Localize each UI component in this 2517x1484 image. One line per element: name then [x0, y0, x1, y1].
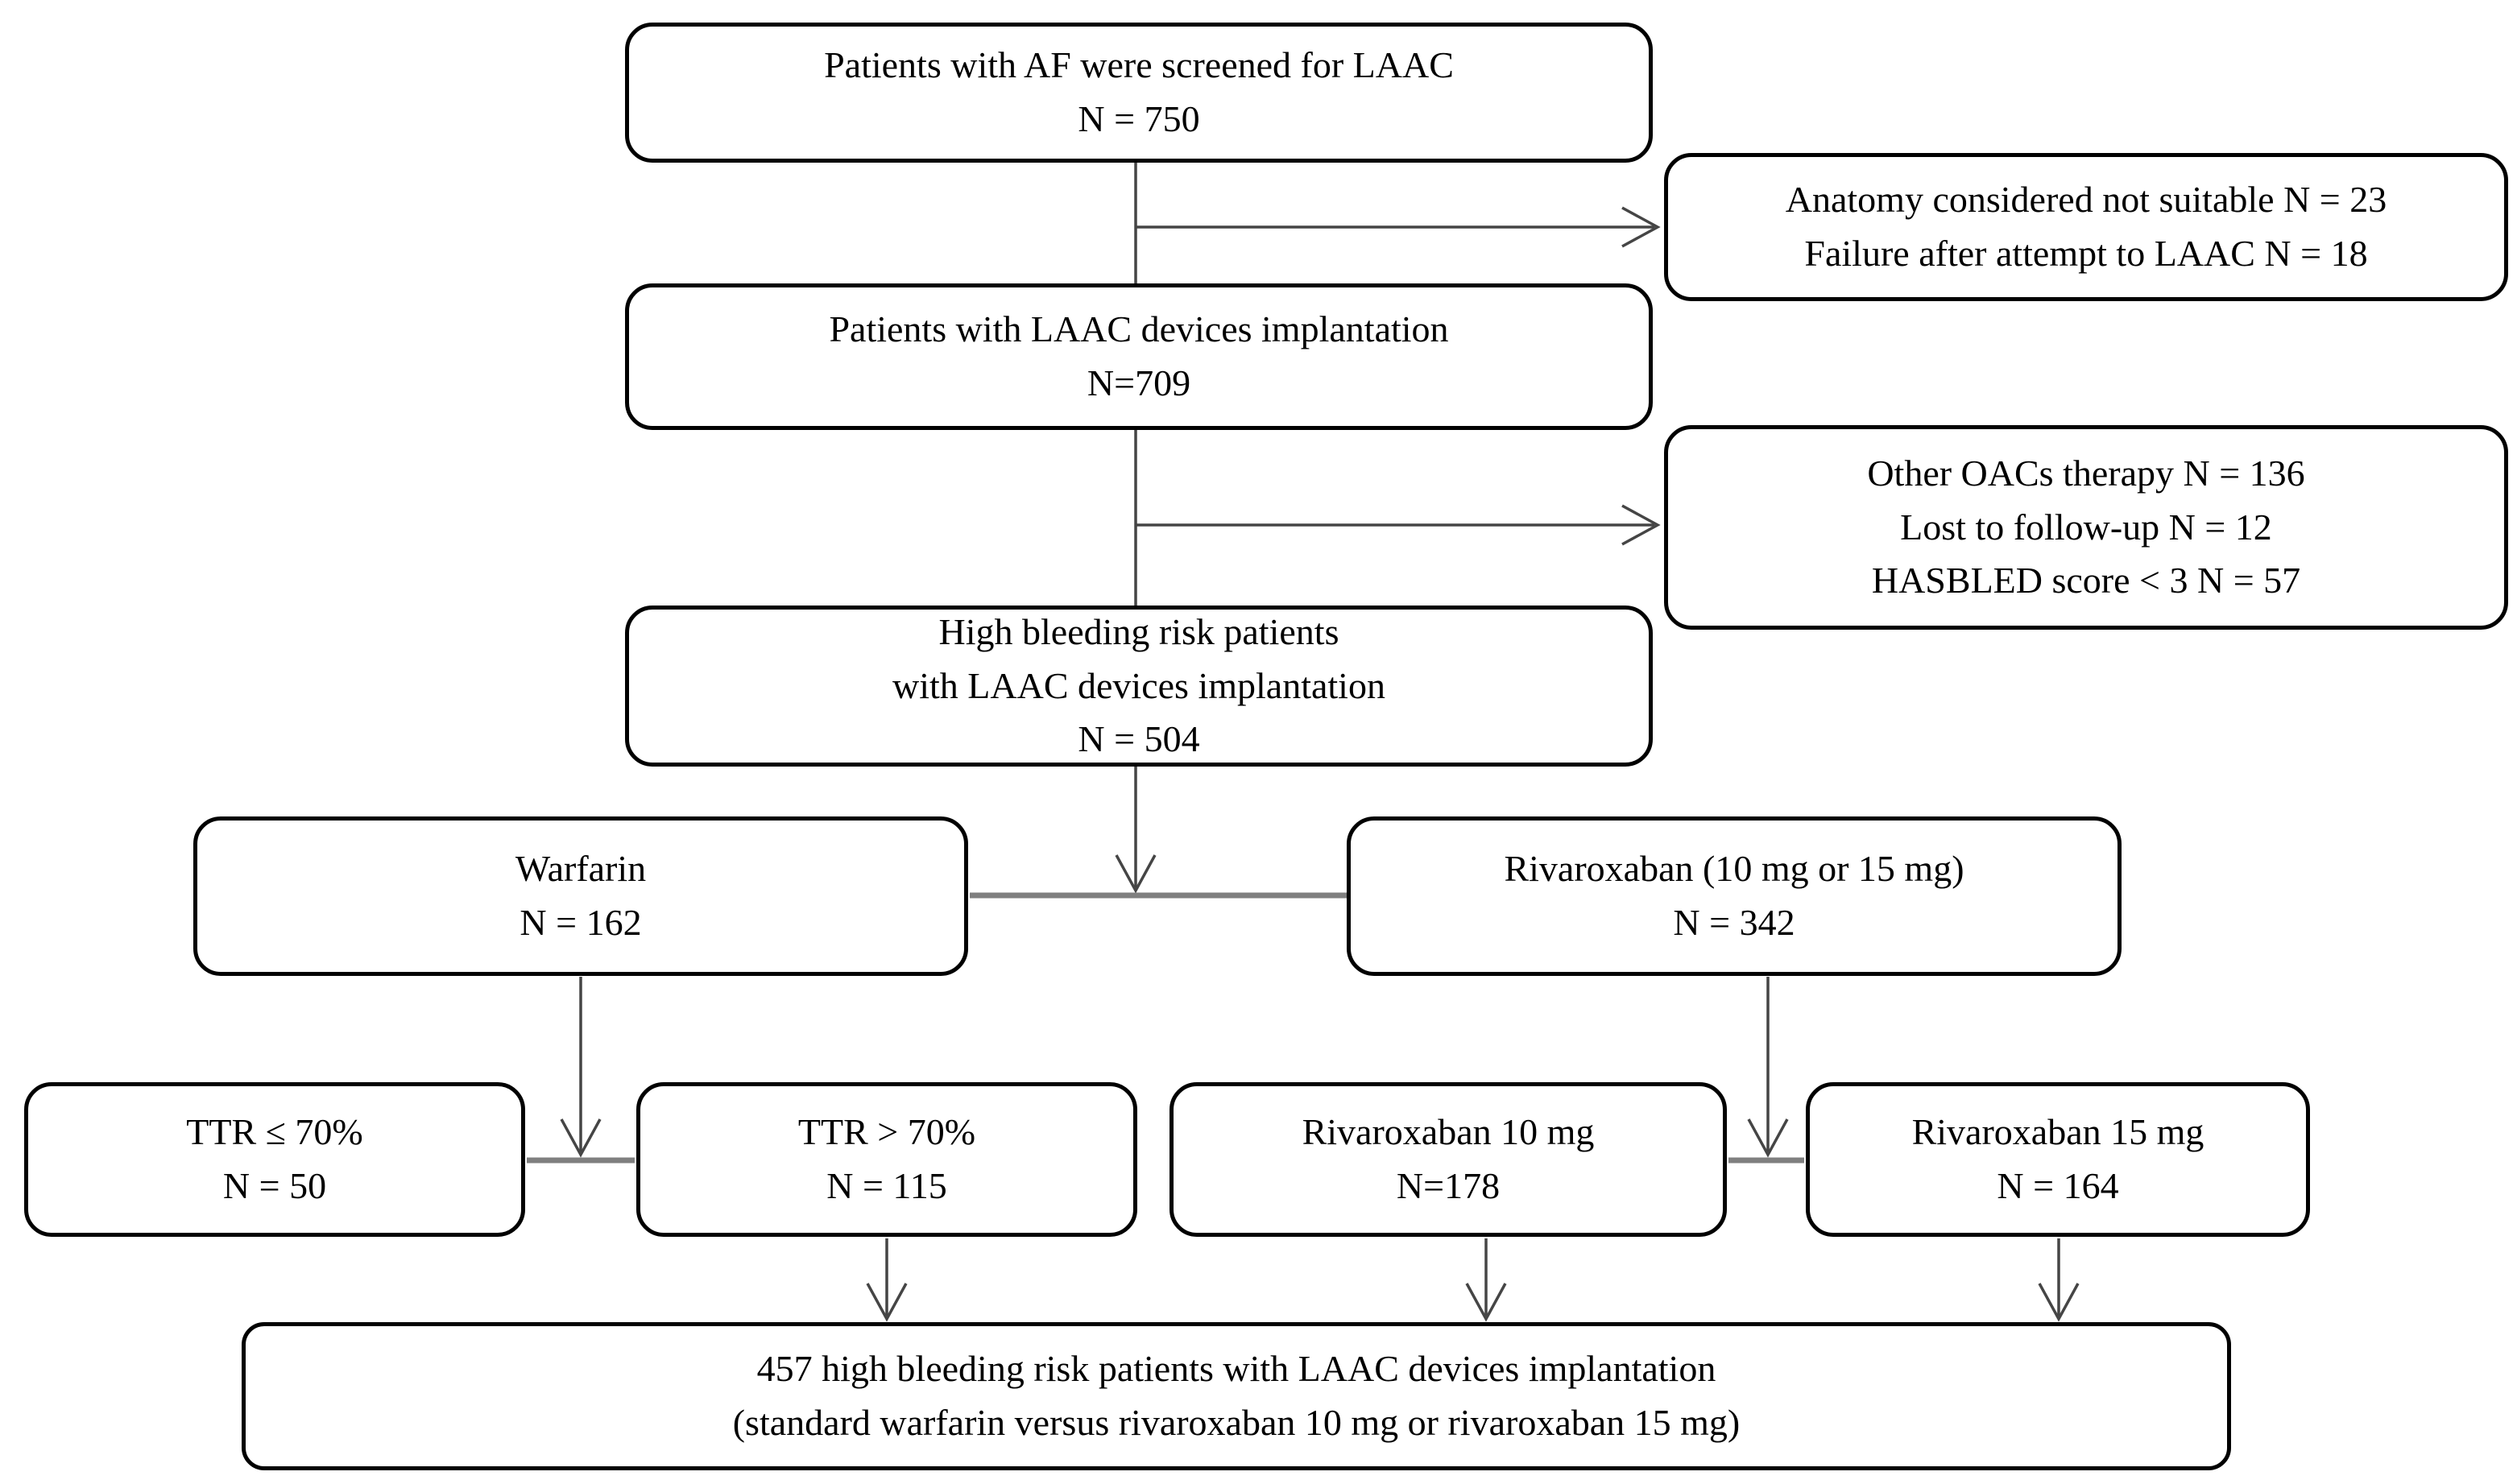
box-rivaroxaban-15mg-count: N = 164: [1997, 1165, 2119, 1206]
arrowhead-split-oac: [1115, 854, 1157, 894]
box-final-cohort: 457 high bleeding risk patients with LAA…: [242, 1322, 2231, 1470]
box-ttr-le-70-count: N = 50: [222, 1165, 327, 1206]
arrowhead-final-from-ttr: [866, 1283, 908, 1322]
box-rivaroxaban-10mg-line-1: Rivaroxaban 10 mg: [1302, 1111, 1595, 1153]
box-excluded-therapy-line-1: Other OACs therapy N = 136: [1867, 452, 2305, 494]
arrowhead-final-from-riva15: [2038, 1283, 2080, 1322]
box-warfarin: Warfarin N = 162: [193, 816, 968, 976]
box-high-bleeding-risk-line-2: with LAAC devices implantation: [892, 664, 1385, 706]
box-warfarin-line-1: Warfarin: [515, 848, 647, 890]
box-implanted-count: N=709: [1087, 362, 1191, 403]
box-ttr-gt-70-count: N = 115: [826, 1165, 947, 1206]
box-rivaroxaban: Rivaroxaban (10 mg or 15 mg) N = 342: [1347, 816, 2122, 976]
arrowhead-excluded1: [1621, 206, 1661, 248]
box-ttr-gt-70: TTR > 70% N = 115: [636, 1082, 1137, 1237]
box-rivaroxaban-line-1: Rivaroxaban (10 mg or 15 mg): [1504, 848, 1964, 890]
box-excluded-therapy: Other OACs therapy N = 136 Lost to follo…: [1664, 425, 2508, 630]
box-excluded-anatomy-line-1: Anatomy considered not suitable N = 23: [1785, 179, 2387, 221]
box-implanted-line-1: Patients with LAAC devices implantation: [829, 308, 1449, 350]
box-high-bleeding-risk: High bleeding risk patients with LAAC de…: [625, 606, 1653, 767]
box-excluded-therapy-line-2: Lost to follow-up N = 12: [1900, 506, 2272, 548]
box-rivaroxaban-15mg-line-1: Rivaroxaban 15 mg: [1911, 1111, 2204, 1153]
arrowhead-excluded2: [1621, 504, 1661, 546]
box-rivaroxaban-10mg: Rivaroxaban 10 mg N=178: [1169, 1082, 1727, 1237]
box-final-cohort-line-1: 457 high bleeding risk patients with LAA…: [756, 1348, 1716, 1390]
box-ttr-le-70-line-1: TTR ≤ 70%: [186, 1111, 363, 1153]
box-excluded-anatomy: Anatomy considered not suitable N = 23 F…: [1664, 153, 2508, 301]
box-ttr-le-70: TTR ≤ 70% N = 50: [24, 1082, 525, 1237]
box-ttr-gt-70-line-1: TTR > 70%: [797, 1111, 976, 1153]
box-final-cohort-line-2: (standard warfarin versus rivaroxaban 10…: [732, 1402, 1741, 1443]
box-warfarin-count: N = 162: [520, 902, 642, 943]
box-rivaroxaban-10mg-count: N=178: [1396, 1165, 1501, 1206]
box-high-bleeding-risk-line-1: High bleeding risk patients: [938, 610, 1339, 652]
box-excluded-anatomy-line-2: Failure after attempt to LAAC N = 18: [1804, 233, 2368, 274]
arrowhead-dose-split: [1747, 1118, 1789, 1158]
box-screened-line-1: Patients with AF were screened for LAAC: [824, 44, 1454, 86]
arrowhead-final-from-riva10: [1465, 1283, 1507, 1322]
box-screened: Patients with AF were screened for LAAC …: [625, 23, 1653, 163]
box-rivaroxaban-15mg: Rivaroxaban 15 mg N = 164: [1806, 1082, 2310, 1237]
arrowhead-ttr-split: [560, 1118, 602, 1158]
box-high-bleeding-risk-count: N = 504: [1078, 718, 1200, 760]
box-excluded-therapy-line-3: HASBLED score < 3 N = 57: [1871, 560, 2301, 601]
box-rivaroxaban-count: N = 342: [1673, 902, 1795, 943]
box-implanted: Patients with LAAC devices implantation …: [625, 283, 1653, 430]
box-screened-count: N = 750: [1078, 98, 1200, 139]
